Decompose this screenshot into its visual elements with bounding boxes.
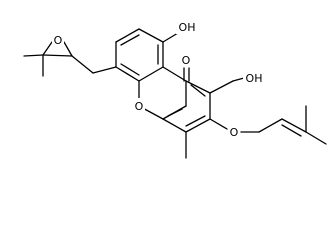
central-ring — [138, 66, 190, 120]
atom-label: O — [230, 126, 239, 139]
bond — [42, 41, 53, 56]
right-aromatic-ring — [162, 80, 211, 133]
prenyl-bond — [258, 118, 283, 133]
hydroxyl-bond — [162, 32, 179, 43]
prenyl-double-bond — [281, 124, 302, 137]
bond — [162, 66, 187, 82]
hydroxymethyl-bond — [232, 77, 245, 82]
hydroxymethyl-bond — [209, 80, 234, 94]
atom-label-ether-o: O — [228, 125, 240, 139]
bond — [162, 118, 187, 133]
linker-bond — [71, 55, 94, 74]
atom-label-hydroxymethyl-oh: OH — [243, 71, 265, 85]
double-bond — [185, 115, 206, 127]
atom-label-epoxide-o: O — [52, 33, 64, 47]
ether-bond — [209, 118, 228, 130]
double-bond — [120, 63, 140, 76]
atom-label-phenol-oh: OH — [176, 20, 198, 34]
bond — [138, 66, 164, 82]
atom-label: O — [182, 54, 191, 67]
double-bond — [120, 34, 140, 46]
left-aromatic-ring — [115, 28, 164, 82]
double-bond — [167, 108, 183, 117]
bond — [63, 41, 73, 57]
bond — [115, 28, 140, 43]
methyl-bond — [23, 54, 44, 57]
atom-label-ketone-o: O — [180, 53, 192, 67]
double-bond — [190, 84, 206, 97]
epoxide-group — [23, 41, 73, 77]
bond — [138, 28, 164, 43]
linker-bond — [92, 66, 117, 74]
atom-label: O — [54, 34, 63, 47]
bond — [42, 54, 73, 57]
bond — [185, 118, 211, 133]
atom-label: OH — [246, 72, 263, 85]
molecule-drawing: O OH O O OH O — [23, 20, 327, 159]
atom-label-ring-o: O — [133, 98, 145, 113]
molecule-structure: O OH O O OH O — [23, 20, 327, 159]
atom-label: O — [135, 100, 144, 113]
bond — [185, 80, 211, 94]
atom-label: OH — [179, 21, 196, 34]
methyl-bond — [305, 131, 327, 145]
prenyl-double-bond — [281, 118, 307, 133]
bond — [115, 66, 140, 82]
